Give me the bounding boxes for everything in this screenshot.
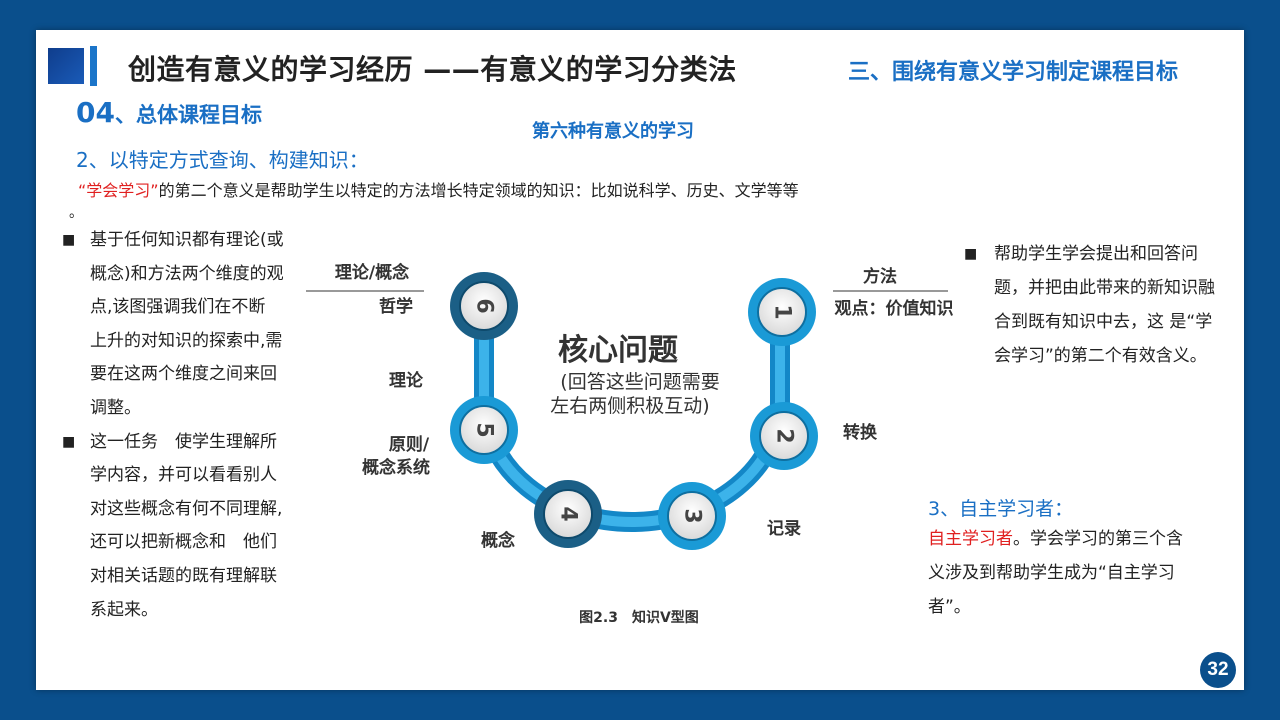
page-number: 32 — [1200, 652, 1236, 688]
intro-text: “学会学习”的第二个意义是帮助学生以特定的方法增长特定领域的知识：比如说科学、历… — [78, 177, 799, 201]
node-6-num: 6 — [472, 298, 497, 313]
intro-trailing-dot: 。 — [69, 205, 83, 221]
right-bullet: ■ 帮助学生学会提出和回答问题，并把由此带来的新知识融合到既有知识中去，这 是“… — [964, 237, 1224, 373]
node-6: 6 — [450, 272, 518, 340]
intro-quote: “学会学习” — [78, 181, 159, 200]
point-2-heading: 2、以特定方式查询、构建知识： — [76, 148, 369, 172]
bullet-square-icon: ■ — [62, 433, 76, 450]
label-principle: 原则/ — [389, 434, 430, 455]
figure-caption: 图2.3 知识V型图 — [579, 609, 699, 626]
knowledge-v-diagram: 6 5 4 3 2 1 核心问题 (回答这些问题需要 — [306, 262, 954, 626]
node-5-num: 5 — [472, 422, 497, 437]
center-sub-2: 左右两侧积极互动) — [550, 395, 709, 417]
center-sub-1: (回答这些问题需要 — [560, 371, 719, 393]
bullet-square-icon: ■ — [964, 246, 978, 262]
label-theory-concept: 理论/概念 — [335, 262, 409, 283]
left-bullet-1: ■ 基于任何知识都有理论(或概念)和方法两个维度的观点,该图强调我们在不断 上升… — [62, 224, 292, 426]
label-philosophy: 哲学 — [379, 296, 413, 317]
learner-rest: 。学会学习的第三个含义涉及到帮助学生成为“自主学习者”。 — [928, 529, 1183, 617]
node-1-num: 1 — [770, 304, 795, 319]
label-method: 方法 — [863, 266, 897, 287]
learner-heading: 3、自主学习者： — [928, 498, 1074, 520]
right-bullet-text: 帮助学生学会提出和回答问题，并把由此带来的新知识融合到既有知识中去，这 是“学会… — [994, 244, 1215, 366]
section-heading: 04、总体课程目标 — [76, 96, 262, 129]
left-bullet-1-text: 基于任何知识都有理论(或概念)和方法两个维度的观点,该图强调我们在不断 上升的对… — [90, 230, 284, 418]
title-decor-square — [48, 48, 84, 84]
node-1: 1 — [748, 278, 816, 346]
section-title: 、总体课程目标 — [114, 103, 262, 127]
section-subtitle: 三、围绕有意义学习制定课程目标 — [848, 60, 1179, 85]
node-3-num: 3 — [680, 508, 705, 523]
center-title: 核心问题 — [558, 333, 678, 368]
node-3: 3 — [658, 482, 726, 550]
section-number: 04 — [76, 96, 115, 129]
node-2: 2 — [750, 402, 818, 470]
label-record: 记录 — [767, 519, 801, 539]
node-4: 4 — [534, 480, 602, 548]
figure-heading: 第六种有意义的学习 — [532, 121, 694, 142]
label-concept: 概念 — [481, 530, 515, 551]
label-viewpoint: 观点：价值知识 — [834, 298, 954, 319]
bullet-square-icon: ■ — [62, 232, 76, 248]
left-bullet-list: ■ 基于任何知识都有理论(或概念)和方法两个维度的观点,该图强调我们在不断 上升… — [62, 224, 292, 627]
intro-rest: 的第二个意义是帮助学生以特定的方法增长特定领域的知识：比如说科学、历史、文学等等 — [158, 181, 799, 200]
title-decor-bar — [90, 46, 97, 86]
left-bullet-2-text: 这一任务 使学生理解所学内容，并可以看看别人对这些概念有何不同理解,还可以把新概… — [90, 431, 283, 620]
learner-red: 自主学习者 — [928, 529, 1013, 549]
label-transform: 转换 — [843, 422, 878, 443]
label-concept-system: 概念系统 — [362, 457, 430, 478]
left-bullet-2: ■ 这一任务 使学生理解所学内容，并可以看看别人对这些概念有何不同理解,还可以把… — [62, 426, 292, 628]
page-title: 创造有意义的学习经历 ——有意义的学习分类法 — [128, 53, 737, 86]
label-theory: 理论 — [389, 370, 424, 391]
node-2-num: 2 — [772, 428, 797, 443]
node-5: 5 — [450, 396, 518, 464]
node-4-num: 4 — [556, 506, 581, 521]
slide: 创造有意义的学习经历 ——有意义的学习分类法 三、围绕有意义学习制定课程目标 0… — [36, 30, 1244, 690]
learner-text: 自主学习者。学会学习的第三个含义涉及到帮助学生成为“自主学习者”。 — [928, 522, 1198, 624]
